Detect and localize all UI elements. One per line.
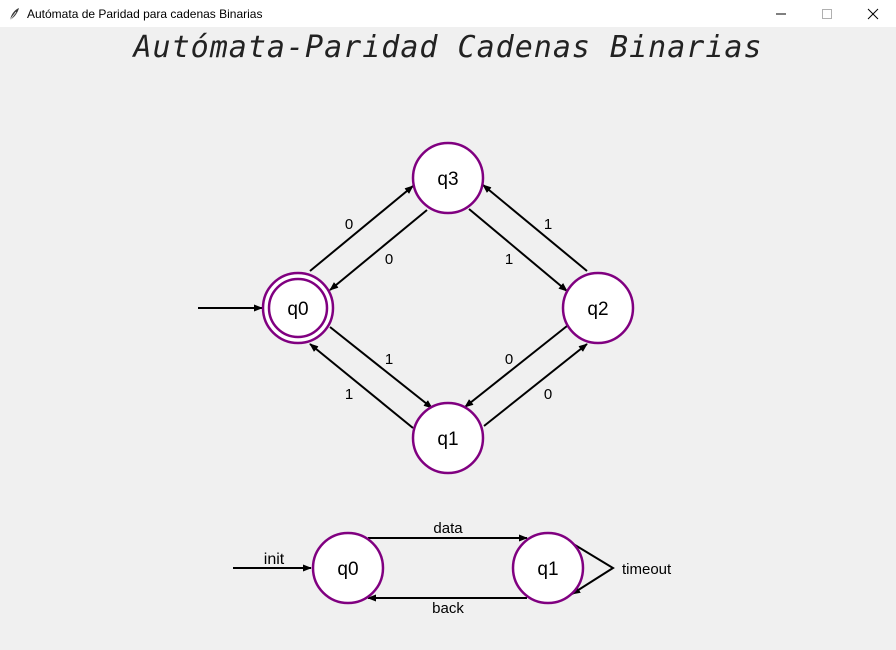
edge-label: 1 bbox=[385, 351, 393, 368]
edge-label: 0 bbox=[385, 251, 393, 268]
state-label: q0 bbox=[337, 559, 358, 580]
state-label: q3 bbox=[437, 169, 458, 190]
edge-label: 1 bbox=[345, 386, 353, 403]
maximize-button[interactable] bbox=[804, 0, 850, 27]
state-label: q2 bbox=[587, 299, 608, 320]
init-label: init bbox=[264, 551, 285, 568]
edge-q0-q3 bbox=[309, 185, 414, 272]
automata-diagram: 0 0 1 1 1 1 0 0 q0 q3 q2 bbox=[198, 141, 672, 617]
minimize-button[interactable] bbox=[758, 0, 804, 27]
back-label: back bbox=[432, 600, 464, 617]
parity-edge-labels: 0 0 1 1 1 1 0 0 bbox=[345, 216, 552, 403]
state-label: q1 bbox=[537, 559, 558, 580]
edge-label: 1 bbox=[505, 251, 513, 268]
state-q3: q3 bbox=[411, 141, 485, 215]
state-label: q0 bbox=[287, 299, 308, 320]
protocol-edge-labels: init data back timeout bbox=[264, 520, 672, 617]
edge-q1-q0 bbox=[309, 343, 414, 429]
maximize-icon bbox=[822, 8, 832, 19]
data-label: data bbox=[433, 520, 463, 537]
edge-q1-q2 bbox=[483, 343, 588, 427]
edge-label: 1 bbox=[544, 216, 552, 233]
protocol-edges bbox=[233, 534, 615, 602]
edge-label: 0 bbox=[345, 216, 353, 233]
protocol-state-q0: q0 bbox=[311, 531, 385, 605]
edge-label: 0 bbox=[505, 351, 513, 368]
state-q2: q2 bbox=[561, 271, 635, 345]
edge-q0-q1 bbox=[329, 326, 433, 409]
edge-timeout bbox=[569, 541, 615, 595]
timeout-label: timeout bbox=[622, 561, 672, 578]
window-controls bbox=[758, 0, 896, 27]
state-label: q1 bbox=[437, 429, 458, 450]
parity-edges bbox=[198, 184, 588, 429]
drawing-canvas[interactable]: Autómata-Paridad Cadenas Binarias bbox=[0, 27, 896, 650]
window-title: Autómata de Paridad para cadenas Binaria… bbox=[27, 6, 263, 21]
protocol-state-q1: q1 bbox=[511, 531, 585, 605]
feather-icon bbox=[7, 7, 21, 21]
close-button[interactable] bbox=[850, 0, 896, 27]
minimize-icon bbox=[776, 13, 786, 14]
edge-q2-q3 bbox=[482, 184, 588, 272]
page-title: Autómata-Paridad Cadenas Binarias bbox=[133, 30, 763, 65]
state-q1: q1 bbox=[411, 401, 485, 475]
state-q0: q0 bbox=[261, 271, 335, 345]
edge-q3-q2 bbox=[468, 208, 568, 292]
edge-q2-q1 bbox=[464, 325, 568, 408]
edge-q3-q0 bbox=[329, 209, 428, 291]
edge-label: 0 bbox=[544, 386, 552, 403]
close-icon bbox=[867, 8, 879, 19]
title-bar[interactable]: Autómata de Paridad para cadenas Binaria… bbox=[0, 0, 896, 27]
